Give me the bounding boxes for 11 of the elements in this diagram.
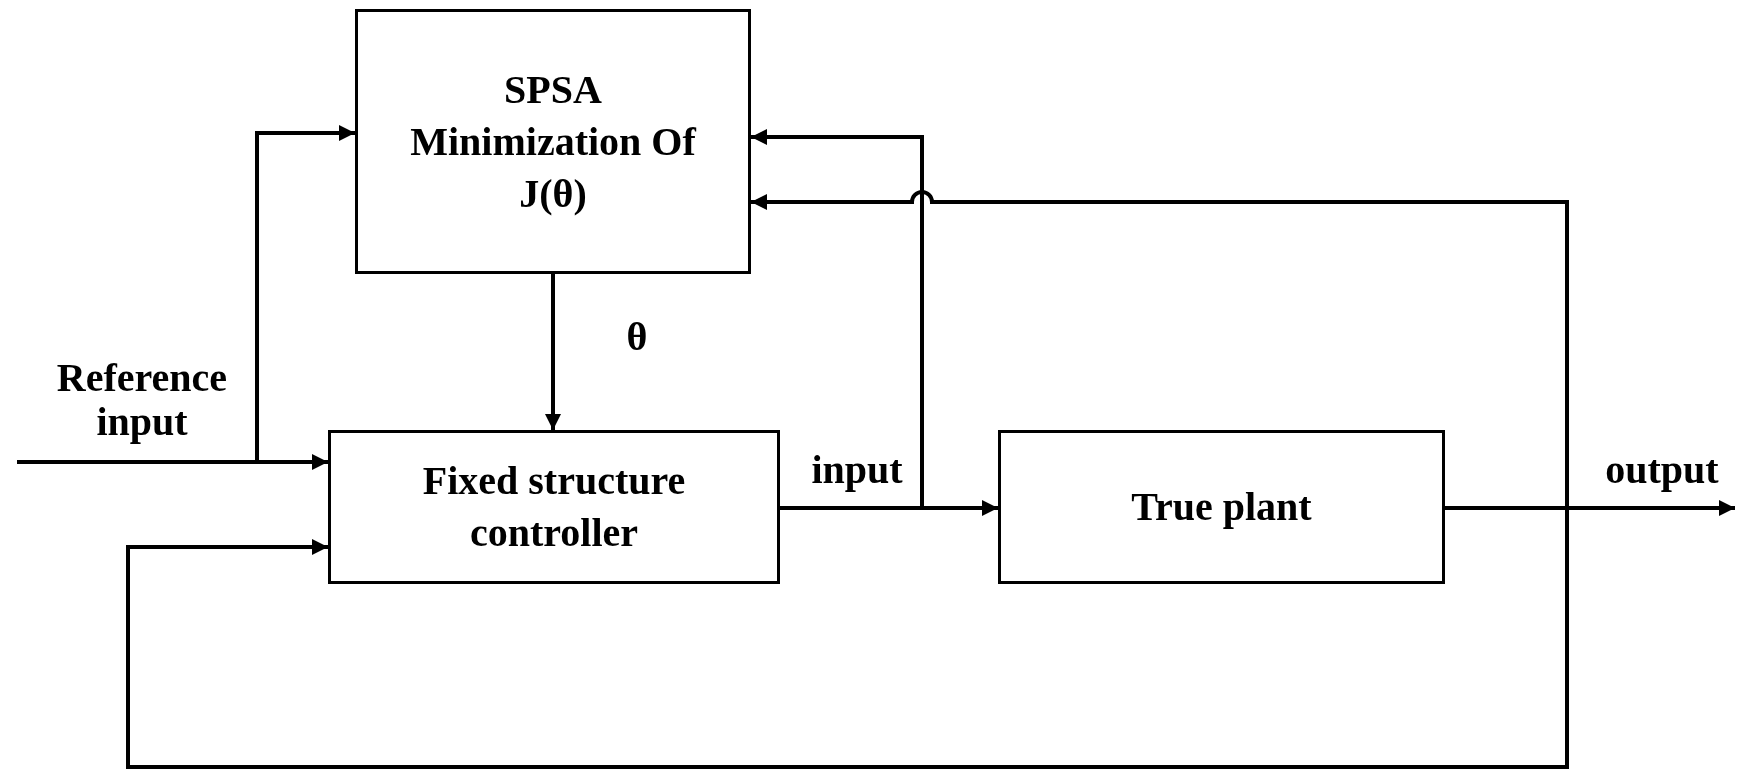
process-box	[998, 430, 1445, 584]
box-label: SPSA Minimization Of J(θ)	[409, 65, 698, 218]
arrow	[17, 454, 328, 470]
process-box	[328, 430, 780, 584]
arrow	[545, 274, 561, 430]
process-box	[355, 9, 751, 274]
box-label: True plant	[1131, 483, 1312, 531]
arrow	[255, 125, 355, 462]
arrow	[751, 129, 924, 510]
arrow	[126, 506, 1569, 769]
box-label: Fixed structure controller	[421, 457, 687, 557]
